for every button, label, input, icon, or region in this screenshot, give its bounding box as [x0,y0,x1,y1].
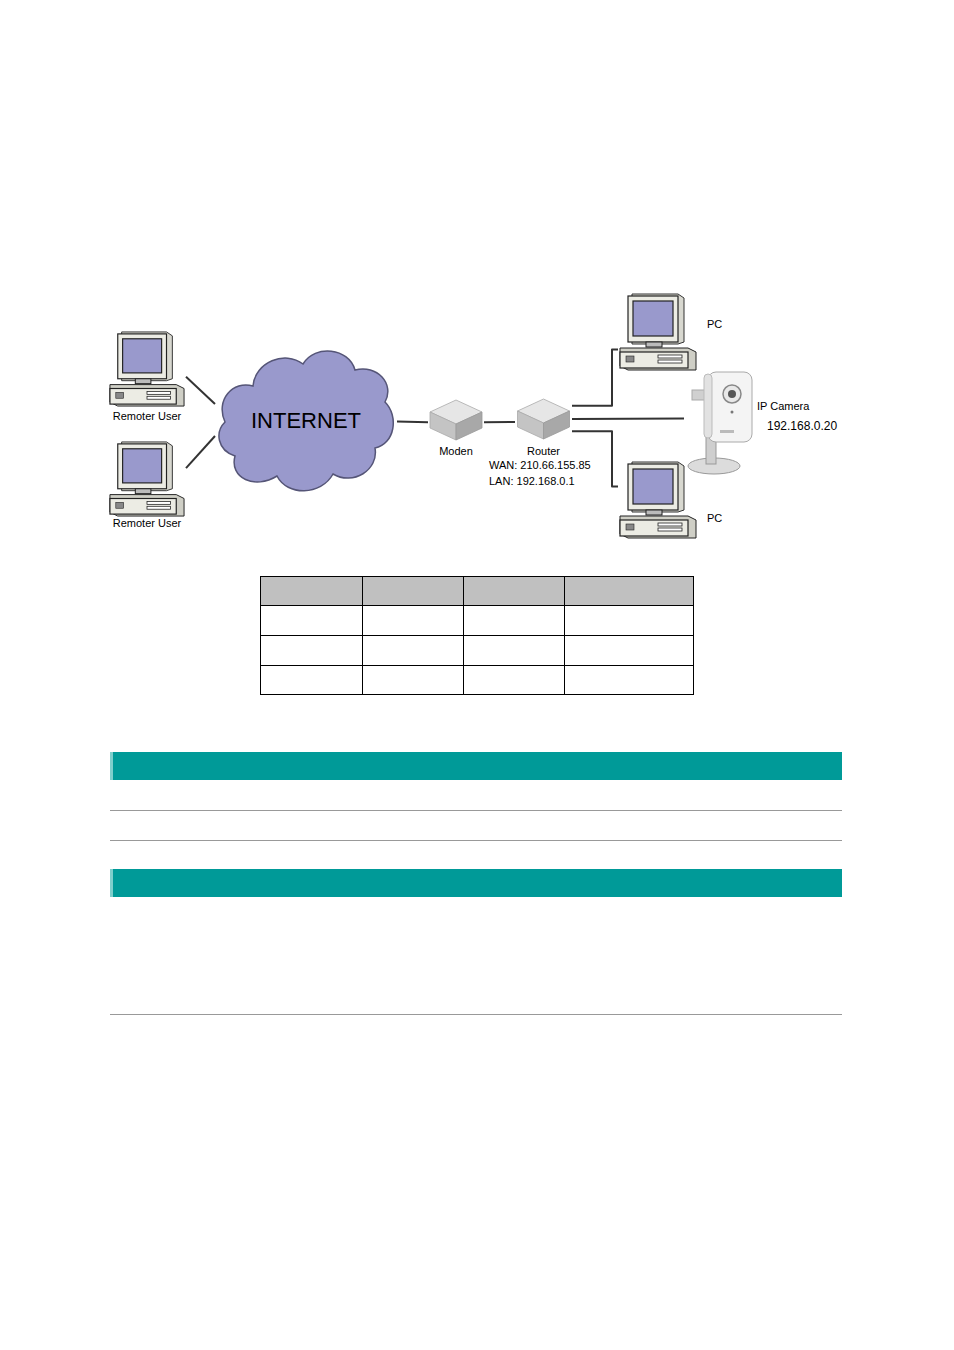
rule-line [110,810,842,811]
network-cable [572,431,618,486]
remote-user-pc: Remoter User [108,440,186,518]
network-cable [186,377,215,404]
network-cable [572,350,618,406]
modem-box: Moden [428,398,484,442]
pc: PC [618,460,698,540]
pc: PC [618,292,698,372]
network-cable [572,418,684,419]
node-label: Remoter User [88,517,206,530]
section-bar [110,752,842,780]
network-cable [186,436,215,468]
node-label: PC [707,318,722,331]
router-box-icon [515,397,572,441]
rule-line [110,1014,842,1015]
node-label: Remoter User [88,410,206,423]
table-grid [260,576,694,695]
ip-camera-icon [684,370,756,478]
internet-cloud: INTERNET [215,340,397,500]
remote-user-pc-icon [108,330,186,408]
remote-user-pc: Remoter User [108,330,186,408]
node-label: PC [707,512,722,525]
pc-icon [618,460,698,540]
node-label: INTERNET [215,408,397,433]
network-cable [484,422,515,423]
bar-stripe [110,752,113,780]
node-label: 192.168.0.20 [767,420,837,434]
node-label: WAN: 210.66.155.85 [489,459,591,472]
node-label: IP Camera [757,400,809,413]
router-box: RouterWAN: 210.66.155.85LAN: 192.168.0.1 [515,397,572,441]
modem-box-icon [428,398,484,442]
node-label: Moden [418,445,494,458]
node-label: LAN: 192.168.0.1 [489,475,575,488]
rule-line [110,840,842,841]
section-bar [110,869,842,897]
pc-icon [618,292,698,372]
bar-stripe [110,869,113,897]
node-label: Router [505,445,582,458]
remote-user-pc-icon [108,440,186,518]
network-cable [397,421,428,423]
ip-camera: IP Camera192.168.0.20 [684,370,756,478]
table-header [260,576,693,605]
